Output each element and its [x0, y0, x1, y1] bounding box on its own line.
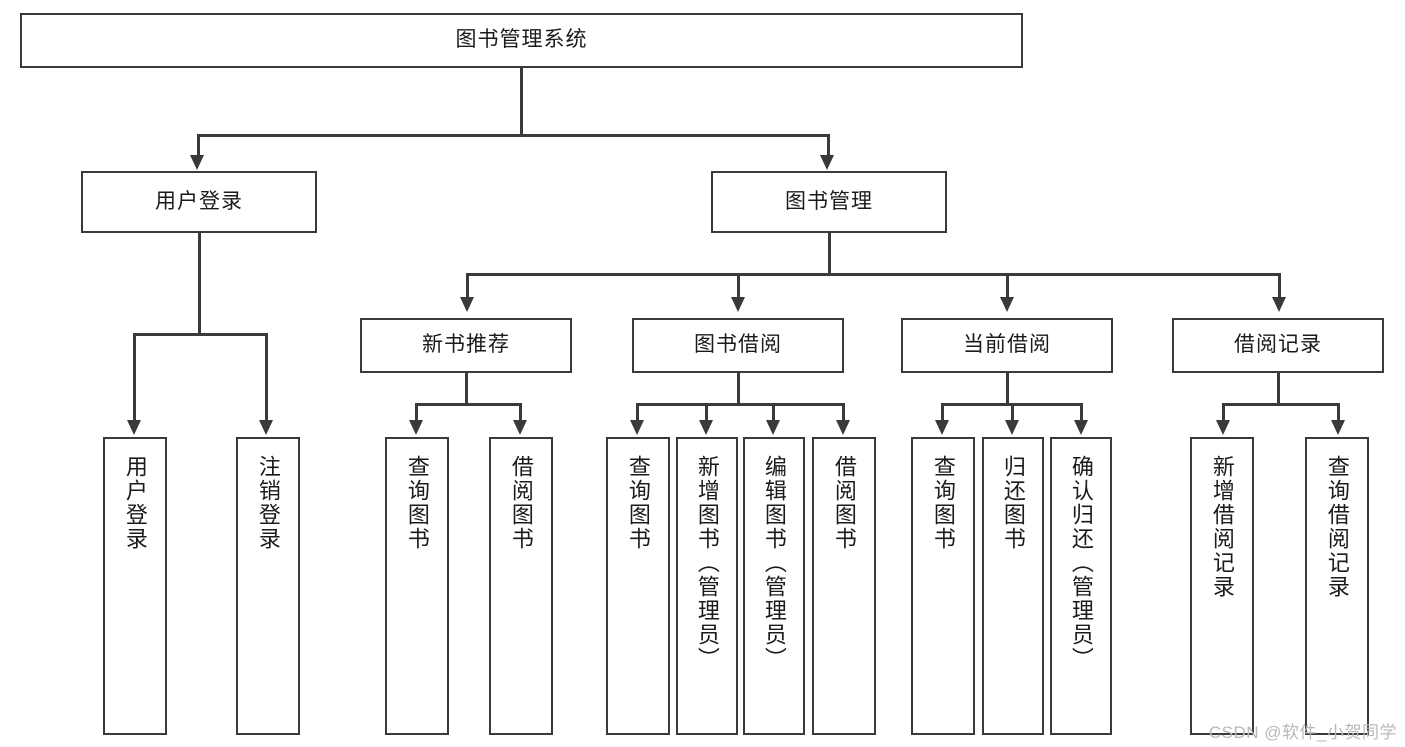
node-leaf-edit-book[interactable]: 编辑图书（管理员）: [743, 437, 805, 735]
edge-br-drop-1: [1222, 403, 1225, 421]
node-current-borrow[interactable]: 当前借阅: [901, 318, 1113, 373]
edge-br-drop-2: [1337, 403, 1340, 421]
edge-bb-drop-3: [772, 403, 775, 421]
edge-book-manage-bus: [466, 273, 1281, 276]
node-root-book-management-system[interactable]: 图书管理系统: [20, 13, 1023, 68]
node-leaf-add-borrow-record[interactable]: 新增借阅记录: [1190, 437, 1254, 735]
edge-new-book-recommend-stem: [465, 373, 468, 405]
edge-book-manage-drop-2: [737, 273, 740, 298]
edge-book-manage-stem: [828, 233, 831, 275]
edge-book-manage-drop-3: [1006, 273, 1009, 298]
arrow-to-leaf-query-book-2: [630, 420, 644, 435]
node-borrow-record[interactable]: 借阅记录: [1172, 318, 1384, 373]
arrow-to-leaf-add-record: [1216, 420, 1230, 435]
node-label: 查询图书: [404, 455, 430, 551]
node-label: 当前借阅: [963, 333, 1051, 357]
edge-borrow-record-bus: [1222, 403, 1339, 406]
node-label: 确认归还（管理员）: [1068, 455, 1094, 671]
arrow-to-new-book-recommend: [460, 297, 474, 312]
edge-root-stem: [520, 68, 523, 135]
edge-root-bus: [197, 134, 829, 137]
node-label: 借阅图书: [508, 455, 534, 551]
arrow-to-leaf-return-book: [1005, 420, 1019, 435]
edge-new-book-recommend-bus: [415, 403, 521, 406]
arrow-to-leaf-confirm-return: [1074, 420, 1088, 435]
arrow-to-leaf-add-book: [699, 420, 713, 435]
arrow-to-leaf-borrow-book-1: [513, 420, 527, 435]
edge-book-borrow-bus: [636, 403, 844, 406]
arrow-to-leaf-query-book-3: [935, 420, 949, 435]
node-label: 新增借阅记录: [1209, 455, 1235, 599]
node-leaf-user-login[interactable]: 用户登录: [103, 437, 167, 735]
edge-bb-drop-1: [636, 403, 639, 421]
arrow-to-book-borrow: [731, 297, 745, 312]
node-label: 编辑图书（管理员）: [761, 455, 787, 671]
node-book-borrow[interactable]: 图书借阅: [632, 318, 844, 373]
node-leaf-return-book[interactable]: 归还图书: [982, 437, 1044, 735]
node-label: 新书推荐: [422, 333, 510, 357]
node-leaf-logout[interactable]: 注销登录: [236, 437, 300, 735]
edge-cb-drop-2: [1011, 403, 1014, 421]
node-label: 用户登录: [122, 455, 148, 551]
node-new-book-recommend[interactable]: 新书推荐: [360, 318, 572, 373]
node-leaf-query-book-borrow[interactable]: 查询图书: [606, 437, 670, 735]
node-label: 注销登录: [255, 455, 281, 551]
arrow-to-leaf-edit-book: [766, 420, 780, 435]
node-leaf-query-borrow-record[interactable]: 查询借阅记录: [1305, 437, 1369, 735]
node-leaf-query-book-new-recommend[interactable]: 查询图书: [385, 437, 449, 735]
edge-bb-drop-4: [842, 403, 845, 421]
node-leaf-borrow-book[interactable]: 借阅图书: [812, 437, 876, 735]
edge-root-drop-book-manage: [827, 134, 830, 156]
edge-bb-drop-2: [705, 403, 708, 421]
edge-cb-drop-1: [941, 403, 944, 421]
edge-book-manage-drop-4: [1278, 273, 1281, 298]
edge-current-borrow-stem: [1006, 373, 1009, 405]
node-label: 借阅图书: [831, 455, 857, 551]
arrow-to-book-manage: [820, 155, 834, 170]
node-label: 用户登录: [155, 189, 243, 213]
edge-cb-drop-3: [1080, 403, 1083, 421]
arrow-to-leaf-query-record: [1331, 420, 1345, 435]
edge-user-login-drop-1: [133, 333, 136, 421]
node-label: 图书借阅: [694, 333, 782, 357]
arrow-to-leaf-query-book-1: [409, 420, 423, 435]
node-label: 归还图书: [1000, 455, 1026, 551]
edge-borrow-record-stem: [1277, 373, 1280, 405]
arrow-to-leaf-user-login: [127, 420, 141, 435]
node-book-manage[interactable]: 图书管理: [711, 171, 947, 233]
edge-book-borrow-stem: [737, 373, 740, 405]
edge-user-login-bus: [133, 333, 267, 336]
arrow-to-user-login: [190, 155, 204, 170]
node-user-login[interactable]: 用户登录: [81, 171, 317, 233]
arrow-to-borrow-record: [1272, 297, 1286, 312]
node-leaf-borrow-book-new-recommend[interactable]: 借阅图书: [489, 437, 553, 735]
node-label: 查询借阅记录: [1324, 455, 1350, 599]
node-leaf-confirm-return[interactable]: 确认归还（管理员）: [1050, 437, 1112, 735]
edge-root-drop-user-login: [197, 134, 200, 156]
edge-nbr-drop-1: [415, 403, 418, 421]
node-label: 查询图书: [930, 455, 956, 551]
arrow-to-leaf-logout: [259, 420, 273, 435]
arrow-to-current-borrow: [1000, 297, 1014, 312]
node-leaf-query-book-current[interactable]: 查询图书: [911, 437, 975, 735]
node-label: 新增图书（管理员）: [694, 455, 720, 671]
edge-user-login-stem: [198, 233, 201, 335]
node-label: 借阅记录: [1234, 333, 1322, 357]
edge-book-manage-drop-1: [466, 273, 469, 298]
node-leaf-add-book[interactable]: 新增图书（管理员）: [676, 437, 738, 735]
arrow-to-leaf-borrow-book-2: [836, 420, 850, 435]
node-label: 图书管理系统: [455, 28, 588, 52]
edge-user-login-drop-2: [265, 333, 268, 421]
node-label: 图书管理: [785, 189, 873, 213]
node-label: 查询图书: [625, 455, 651, 551]
edge-nbr-drop-2: [519, 403, 522, 421]
